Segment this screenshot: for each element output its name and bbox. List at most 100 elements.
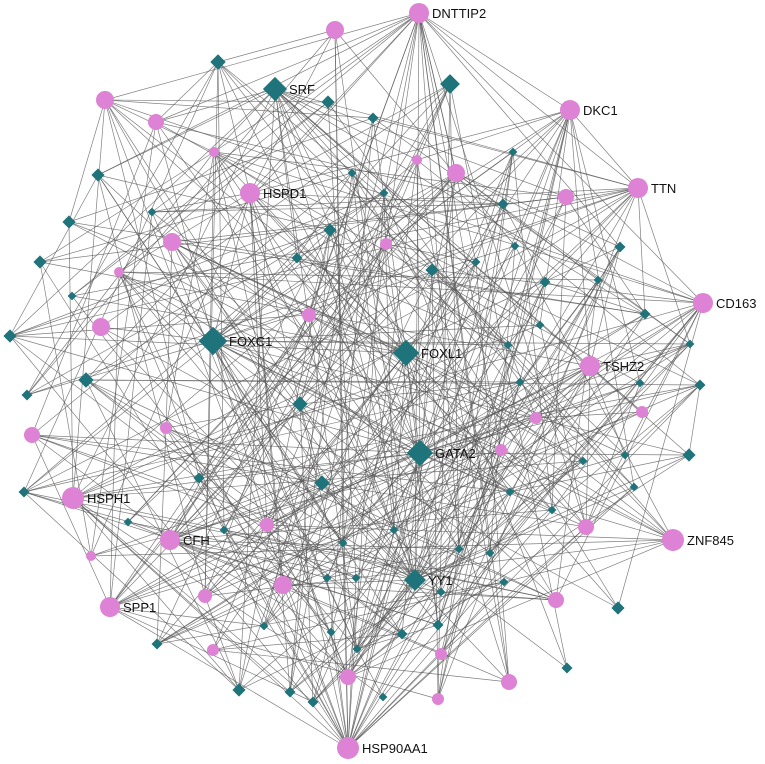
edge bbox=[418, 12, 587, 528]
edge bbox=[418, 12, 704, 304]
edge bbox=[263, 245, 516, 627]
gene-node bbox=[302, 308, 316, 322]
edge bbox=[155, 121, 504, 205]
edge bbox=[9, 192, 385, 337]
edge bbox=[97, 174, 403, 635]
edge bbox=[418, 12, 571, 111]
edge bbox=[104, 99, 701, 386]
edge bbox=[437, 151, 514, 700]
edge bbox=[330, 631, 349, 749]
edge bbox=[326, 548, 460, 579]
edge bbox=[212, 340, 511, 493]
edge bbox=[544, 187, 639, 283]
edge bbox=[263, 269, 433, 627]
edge bbox=[289, 172, 353, 693]
edge bbox=[347, 365, 591, 749]
gene-node bbox=[340, 669, 356, 685]
edge bbox=[312, 343, 691, 703]
edge bbox=[342, 542, 442, 593]
edge bbox=[100, 83, 451, 328]
edge bbox=[23, 340, 214, 493]
edge bbox=[509, 454, 690, 493]
node-dkc1 bbox=[560, 100, 580, 120]
tf-node bbox=[471, 257, 481, 267]
edge bbox=[274, 88, 421, 454]
tf-node bbox=[91, 168, 105, 182]
edge bbox=[118, 271, 265, 627]
edge bbox=[31, 434, 111, 608]
gene-node bbox=[86, 551, 96, 561]
edge bbox=[151, 12, 420, 213]
edge bbox=[440, 365, 591, 655]
edge bbox=[416, 159, 701, 386]
edge bbox=[104, 99, 674, 541]
gene-node bbox=[447, 164, 465, 182]
edge bbox=[249, 29, 336, 194]
edge bbox=[151, 203, 504, 213]
edge bbox=[585, 486, 635, 528]
edge bbox=[347, 279, 599, 749]
tf-node bbox=[425, 263, 439, 277]
edge bbox=[72, 497, 291, 693]
tf-node bbox=[685, 339, 695, 349]
edge bbox=[26, 61, 219, 396]
edge bbox=[85, 379, 557, 601]
edge bbox=[347, 417, 537, 749]
edge bbox=[104, 99, 349, 749]
edge bbox=[198, 187, 639, 479]
edge bbox=[455, 172, 599, 281]
tf-node bbox=[535, 320, 545, 330]
edge bbox=[26, 340, 214, 396]
edge bbox=[223, 382, 641, 531]
edge bbox=[213, 12, 420, 153]
edge bbox=[569, 109, 641, 384]
edge bbox=[104, 99, 374, 119]
edge bbox=[151, 211, 511, 493]
tf-node bbox=[497, 198, 509, 210]
edge bbox=[431, 269, 509, 346]
edge bbox=[312, 491, 511, 703]
edge bbox=[440, 246, 621, 655]
tf-node bbox=[3, 329, 17, 343]
edge bbox=[72, 497, 240, 691]
edge bbox=[440, 591, 557, 601]
edge bbox=[519, 381, 584, 462]
edge bbox=[71, 101, 329, 297]
edge bbox=[238, 243, 387, 691]
tf-node bbox=[620, 450, 630, 460]
edge bbox=[104, 12, 420, 101]
edge bbox=[489, 313, 646, 554]
edge bbox=[72, 88, 276, 499]
tf-node bbox=[503, 340, 513, 350]
node-layer bbox=[3, 3, 713, 759]
edge bbox=[385, 243, 635, 488]
tf-node bbox=[639, 308, 651, 320]
edge bbox=[165, 427, 557, 601]
gene-node bbox=[114, 267, 124, 277]
edge bbox=[151, 192, 251, 213]
edge bbox=[455, 172, 691, 345]
edge bbox=[414, 460, 584, 581]
tf-node bbox=[291, 252, 303, 264]
node-znf845 bbox=[662, 529, 684, 551]
edge bbox=[555, 302, 704, 601]
tf-node bbox=[338, 538, 348, 548]
edge bbox=[118, 101, 329, 273]
edge bbox=[263, 625, 349, 678]
edge bbox=[489, 302, 704, 554]
edge bbox=[355, 196, 567, 579]
edge bbox=[585, 365, 591, 528]
tf-node bbox=[561, 662, 573, 674]
gene-node bbox=[96, 91, 114, 109]
edge bbox=[23, 261, 477, 493]
edge bbox=[437, 187, 639, 700]
edge bbox=[589, 343, 691, 367]
edge bbox=[274, 88, 418, 161]
edge bbox=[440, 526, 587, 655]
edge bbox=[414, 12, 420, 581]
edge bbox=[26, 187, 639, 396]
edge bbox=[312, 313, 646, 703]
edge bbox=[263, 449, 502, 627]
edge bbox=[213, 151, 395, 531]
edge bbox=[431, 269, 704, 304]
